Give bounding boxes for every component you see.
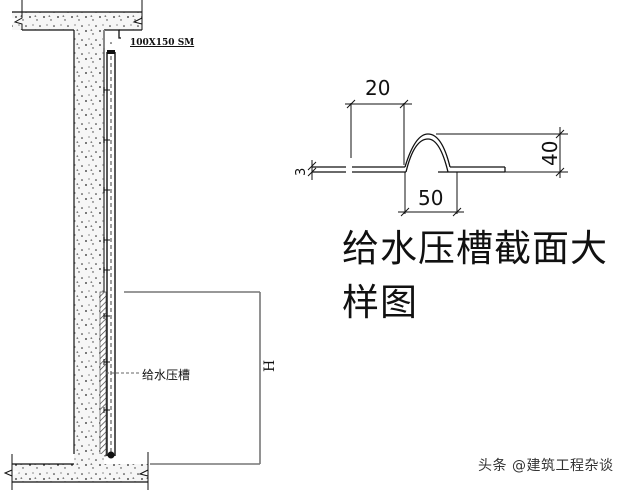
bottom-slab	[3, 452, 149, 490]
pipe-hook	[110, 30, 121, 44]
groove-callout-label: 给水压槽	[142, 368, 191, 382]
pipe-spec-label: 100X150 SM	[130, 38, 195, 48]
dim-thickness: 3	[294, 167, 309, 176]
watermark: 头条 @建筑工程杂谈	[478, 458, 614, 474]
groove-channel-hatch	[99, 291, 107, 457]
groove-section-detail	[312, 133, 506, 173]
pipe-clips	[103, 87, 110, 413]
dim-top-width: 20	[365, 76, 391, 100]
dim-height: 40	[538, 140, 562, 166]
water-pipe	[106, 50, 116, 459]
top-slab	[12, 0, 143, 31]
dim-bottom-width: 50	[418, 186, 444, 210]
detail-dimension-lines	[307, 99, 568, 217]
concrete-wall	[73, 30, 105, 454]
height-dimension	[124, 291, 261, 465]
section-title: 给水压槽截面大样图	[342, 227, 608, 324]
height-dimension-label: H	[262, 359, 278, 372]
